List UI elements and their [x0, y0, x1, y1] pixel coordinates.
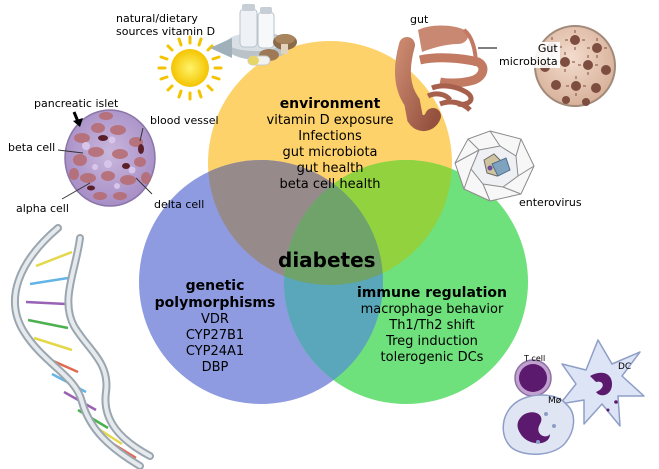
food-sources-icon: [210, 4, 297, 66]
venn-diagram: [139, 41, 528, 404]
environment-block: environment vitamin D exposure Infection…: [230, 96, 430, 193]
enterovirus-label: enterovirus: [519, 196, 582, 209]
natural-sources-label: natural/dietary sources vitamin D: [116, 12, 215, 38]
genetic-block: genetic polymorphisms VDR CYP27B1 CYP24A…: [140, 278, 290, 376]
natural-sources-line2: sources vitamin D: [116, 25, 216, 38]
triple-overlap: [284, 160, 383, 285]
gut-microbiota-line1: Gut: [537, 42, 558, 55]
t-cell-label: T cell: [524, 354, 546, 363]
genetic-item: CYP24A1: [185, 344, 245, 359]
immune-title: immune regulation: [357, 285, 507, 301]
environment-item: gut microbiota: [282, 145, 378, 160]
gut-microbiota-line2: microbiota: [499, 55, 558, 68]
diabetes-label: diabetes: [278, 248, 376, 272]
dna-helix-icon: [11, 224, 154, 469]
genetic-title-line1: genetic: [185, 278, 245, 294]
t-cell-icon: [514, 359, 552, 397]
delta-cell-label: delta cell: [154, 198, 205, 211]
genetic-item: DBP: [201, 360, 229, 375]
beta-cell-label: beta cell: [8, 141, 56, 154]
environment-item: gut health: [296, 161, 364, 176]
enterovirus-icon: [454, 130, 535, 202]
macrophage-icon: [502, 394, 575, 455]
immune-item: macrophage behavior: [360, 302, 504, 317]
sun-icon: [157, 35, 223, 101]
dendritic-cell-icon: [559, 339, 645, 427]
immune-item: Treg induction: [386, 334, 478, 349]
genetic-title-line2: polymorphisms: [154, 295, 276, 311]
genetic-item: CYP27B1: [185, 328, 245, 343]
immune-item: Th1/Th2 shift: [389, 318, 475, 333]
gut-microbiota-label: Gut microbiota: [497, 42, 560, 68]
pancreatic-islet-label: pancreatic islet: [34, 97, 119, 110]
intestine-icon: [394, 25, 497, 131]
macrophage-label: Mø: [548, 396, 562, 406]
alpha-cell-label: alpha cell: [16, 202, 69, 215]
environment-item: vitamin D exposure: [266, 113, 394, 128]
genetic-item: VDR: [201, 312, 229, 327]
dc-label: DC: [618, 362, 632, 372]
environment-title: environment: [279, 96, 381, 112]
blood-vessel-label: blood vessel: [150, 114, 219, 127]
immune-item: tolerogenic DCs: [380, 350, 484, 365]
natural-sources-line1: natural/dietary: [116, 12, 198, 25]
environment-item: beta cell health: [279, 177, 381, 192]
gut-label: gut: [410, 13, 429, 26]
environment-item: Infections: [298, 129, 362, 144]
pancreatic-islet-icon: [57, 109, 156, 207]
immune-block: immune regulation macrophage behavior Th…: [350, 285, 514, 366]
